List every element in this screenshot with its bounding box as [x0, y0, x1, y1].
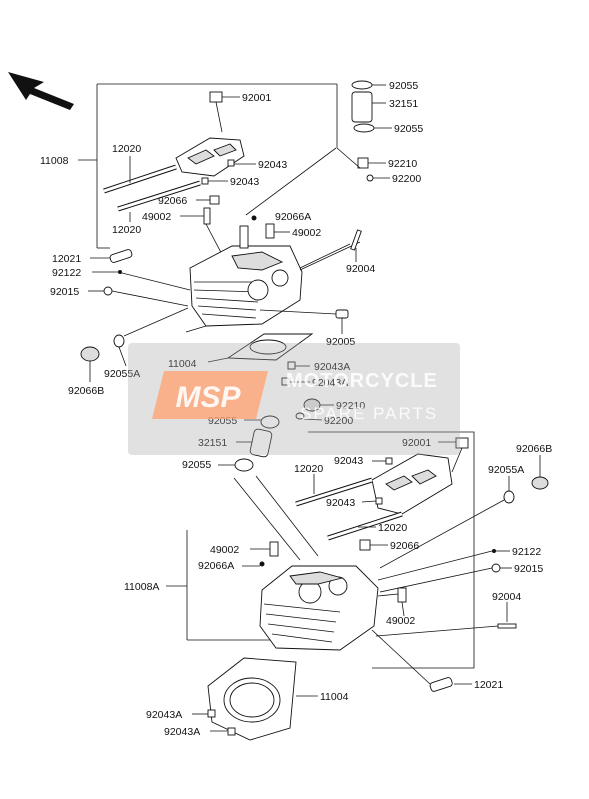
label-11004: 11004 — [320, 691, 349, 703]
svg-text:MSP: MSP — [175, 381, 241, 414]
label-12021: 12021 — [52, 253, 81, 265]
watermark-line-1: MOTORCYCLE — [286, 370, 438, 392]
label-92043A: 92043A — [312, 377, 348, 389]
label-92066: 92066 — [158, 195, 187, 207]
label-92055: 92055 — [394, 123, 423, 135]
label-92066A: 92066A — [275, 211, 311, 223]
label-92200: 92200 — [392, 173, 421, 185]
label-92001: 92001 — [242, 92, 271, 104]
label-12021: 12021 — [474, 679, 503, 691]
label-92043: 92043 — [258, 159, 287, 171]
label-12020: 12020 — [378, 522, 407, 534]
label-92043A: 92043A — [146, 709, 182, 721]
part-labels: 92001 92055 32151 92055 11008 12020 9204… — [40, 80, 552, 738]
label-12020: 12020 — [112, 224, 141, 236]
watermark-line-2: SPARE PARTS — [300, 404, 439, 423]
msp-logo-icon: MSP — [152, 371, 268, 419]
label-12020: 12020 — [294, 463, 323, 475]
label-49002: 49002 — [210, 544, 239, 556]
label-92055: 92055 — [389, 80, 418, 92]
label-11008: 11008 — [40, 155, 69, 167]
label-92043: 92043 — [334, 455, 363, 467]
label-11008A: 11008A — [124, 581, 159, 593]
label-92066A: 92066A — [198, 560, 234, 572]
label-92066B: 92066B — [516, 443, 552, 455]
label-92043: 92043 — [326, 497, 355, 509]
label-92015: 92015 — [514, 563, 543, 575]
label-92043A: 92043A — [314, 361, 350, 373]
label-92066B: 92066B — [68, 385, 104, 397]
label-92001: 92001 — [402, 437, 431, 449]
label-12020: 12020 — [112, 143, 141, 155]
label-92055A: 92055A — [488, 464, 524, 476]
label-32151: 32151 — [389, 98, 418, 110]
label-92043: 92043 — [230, 176, 259, 188]
label-49002: 49002 — [292, 227, 321, 239]
label-92004: 92004 — [346, 263, 375, 275]
label-92055: 92055 — [182, 459, 211, 471]
lower-assembly — [166, 398, 549, 741]
label-92055A: 92055A — [104, 368, 140, 380]
label-92210: 92210 — [336, 400, 365, 412]
label-92004: 92004 — [492, 591, 521, 603]
label-92210: 92210 — [388, 158, 417, 170]
label-92043A: 92043A — [164, 726, 200, 738]
front-direction-arrow-icon — [8, 72, 74, 110]
label-32151: 32151 — [198, 437, 227, 449]
label-92066: 92066 — [390, 540, 419, 552]
label-49002: 49002 — [386, 615, 415, 627]
upper-assembly — [78, 80, 392, 386]
label-11004: 11004 — [168, 358, 197, 370]
label-49002: 49002 — [142, 211, 171, 223]
label-92005: 92005 — [326, 336, 355, 348]
label-92015: 92015 — [50, 286, 79, 298]
label-92200: 92200 — [324, 415, 353, 427]
label-92122: 92122 — [52, 267, 81, 279]
label-92122: 92122 — [512, 546, 541, 558]
